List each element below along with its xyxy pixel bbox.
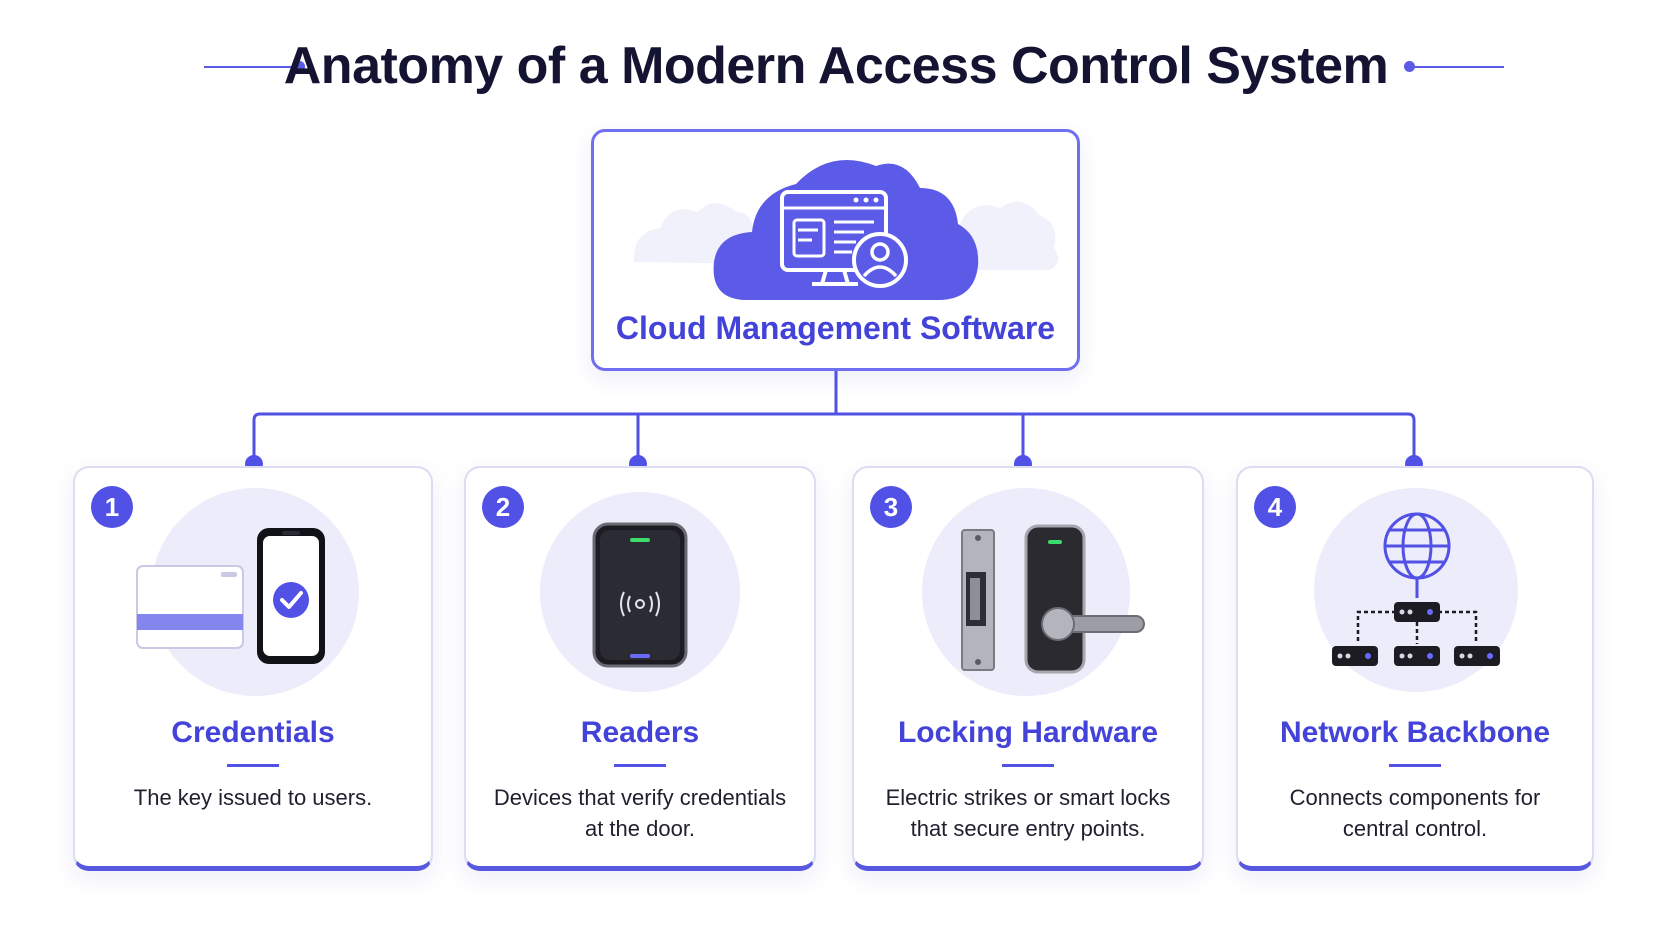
connector-bus — [252, 412, 1416, 421]
component-title: Network Backbone — [1279, 716, 1551, 749]
step-badge-2: 2 — [482, 486, 524, 528]
card-and-phone-icon — [136, 488, 359, 696]
switch-node-icons — [1332, 602, 1500, 666]
title-deco-dot-left — [294, 61, 305, 72]
globe-icon — [1383, 512, 1451, 598]
component-card-locking-hardware: 3 Locking Hardware Electric strikes or s… — [852, 466, 1204, 871]
title-deco-line-right — [1410, 66, 1504, 68]
step-badge-4: 4 — [1254, 486, 1296, 528]
component-description: Devices that verify credentials at the d… — [493, 785, 787, 841]
title-underline — [614, 764, 666, 767]
component-card-credentials: 1 Credentials The key issued to users. — [73, 466, 433, 871]
card-reader-icon — [540, 492, 740, 692]
access-card-icon — [136, 565, 244, 649]
network-links — [1356, 610, 1478, 644]
page-title: Anatomy of a Modern Access Control Syste… — [283, 37, 1389, 95]
electric-strike-icon — [961, 529, 995, 671]
step-badge-1: 1 — [91, 486, 133, 528]
component-description: The key issued to users. — [133, 785, 373, 810]
cloud-monitor-user-icon — [633, 160, 1059, 300]
title-area: Anatomy of a Modern Access Control Syste… — [0, 30, 1672, 110]
title-underline — [1002, 764, 1054, 767]
component-title: Credentials — [171, 716, 335, 749]
component-card-network-backbone: 4 Network Backbone Connects compo — [1236, 466, 1594, 871]
cloud-management-card: Cloud Management Software — [591, 129, 1080, 371]
network-globe-icon — [1314, 488, 1518, 692]
title-deco-line-left — [204, 66, 300, 68]
hub-label: Cloud Management Software — [615, 310, 1056, 346]
title-deco-dot-right — [1404, 61, 1415, 72]
component-description: Connects components for central control. — [1289, 785, 1541, 841]
component-title: Readers — [580, 716, 700, 749]
smartphone-icon — [257, 528, 325, 664]
component-title: Locking Hardware — [897, 716, 1159, 749]
smart-lock-body-icon — [1024, 524, 1145, 674]
component-description: Electric strikes or smart locks that sec… — [885, 785, 1171, 841]
step-badge-3: 3 — [870, 486, 912, 528]
title-underline — [227, 764, 279, 767]
component-card-readers: 2 Readers Devices that verify credential… — [464, 466, 816, 871]
title-underline — [1389, 764, 1441, 767]
smart-lock-icon — [922, 488, 1145, 696]
